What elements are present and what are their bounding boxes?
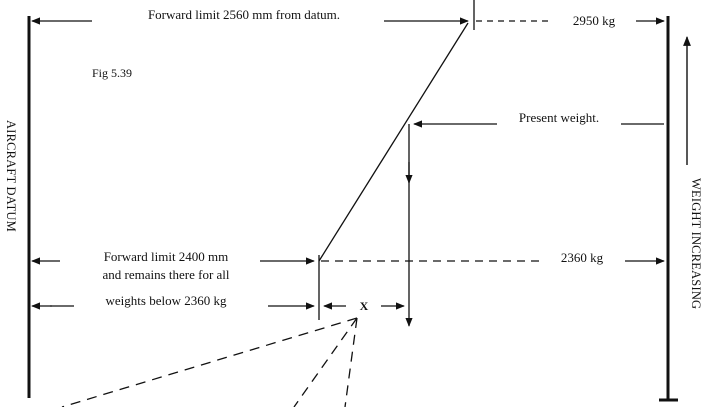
forward-limit-slope: [318, 22, 469, 262]
present-weight-label: Present weight.: [519, 110, 599, 125]
forward-limit-top-label: Forward limit 2560 mm from datum.: [148, 7, 340, 22]
x-leader-3: [344, 317, 358, 407]
threshold-weight-label: 2360 kg: [561, 250, 604, 265]
datum-label: AIRCRAFT DATUM: [4, 120, 18, 232]
weight-increasing-label: WEIGHT INCREASING: [689, 178, 703, 309]
forward-limit-low-line-1: Forward limit 2400 mm: [104, 249, 229, 264]
figure-label: Fig 5.39: [92, 66, 132, 80]
x-leader-1: [61, 317, 358, 407]
x-leader-2: [293, 317, 358, 407]
max-weight-label: 2950 kg: [573, 13, 616, 28]
forward-limit-low-line-3: weights below 2360 kg: [106, 293, 227, 308]
forward-limit-low-line-2: and remains there for all: [102, 267, 229, 282]
x-distance-label: X: [360, 299, 369, 313]
